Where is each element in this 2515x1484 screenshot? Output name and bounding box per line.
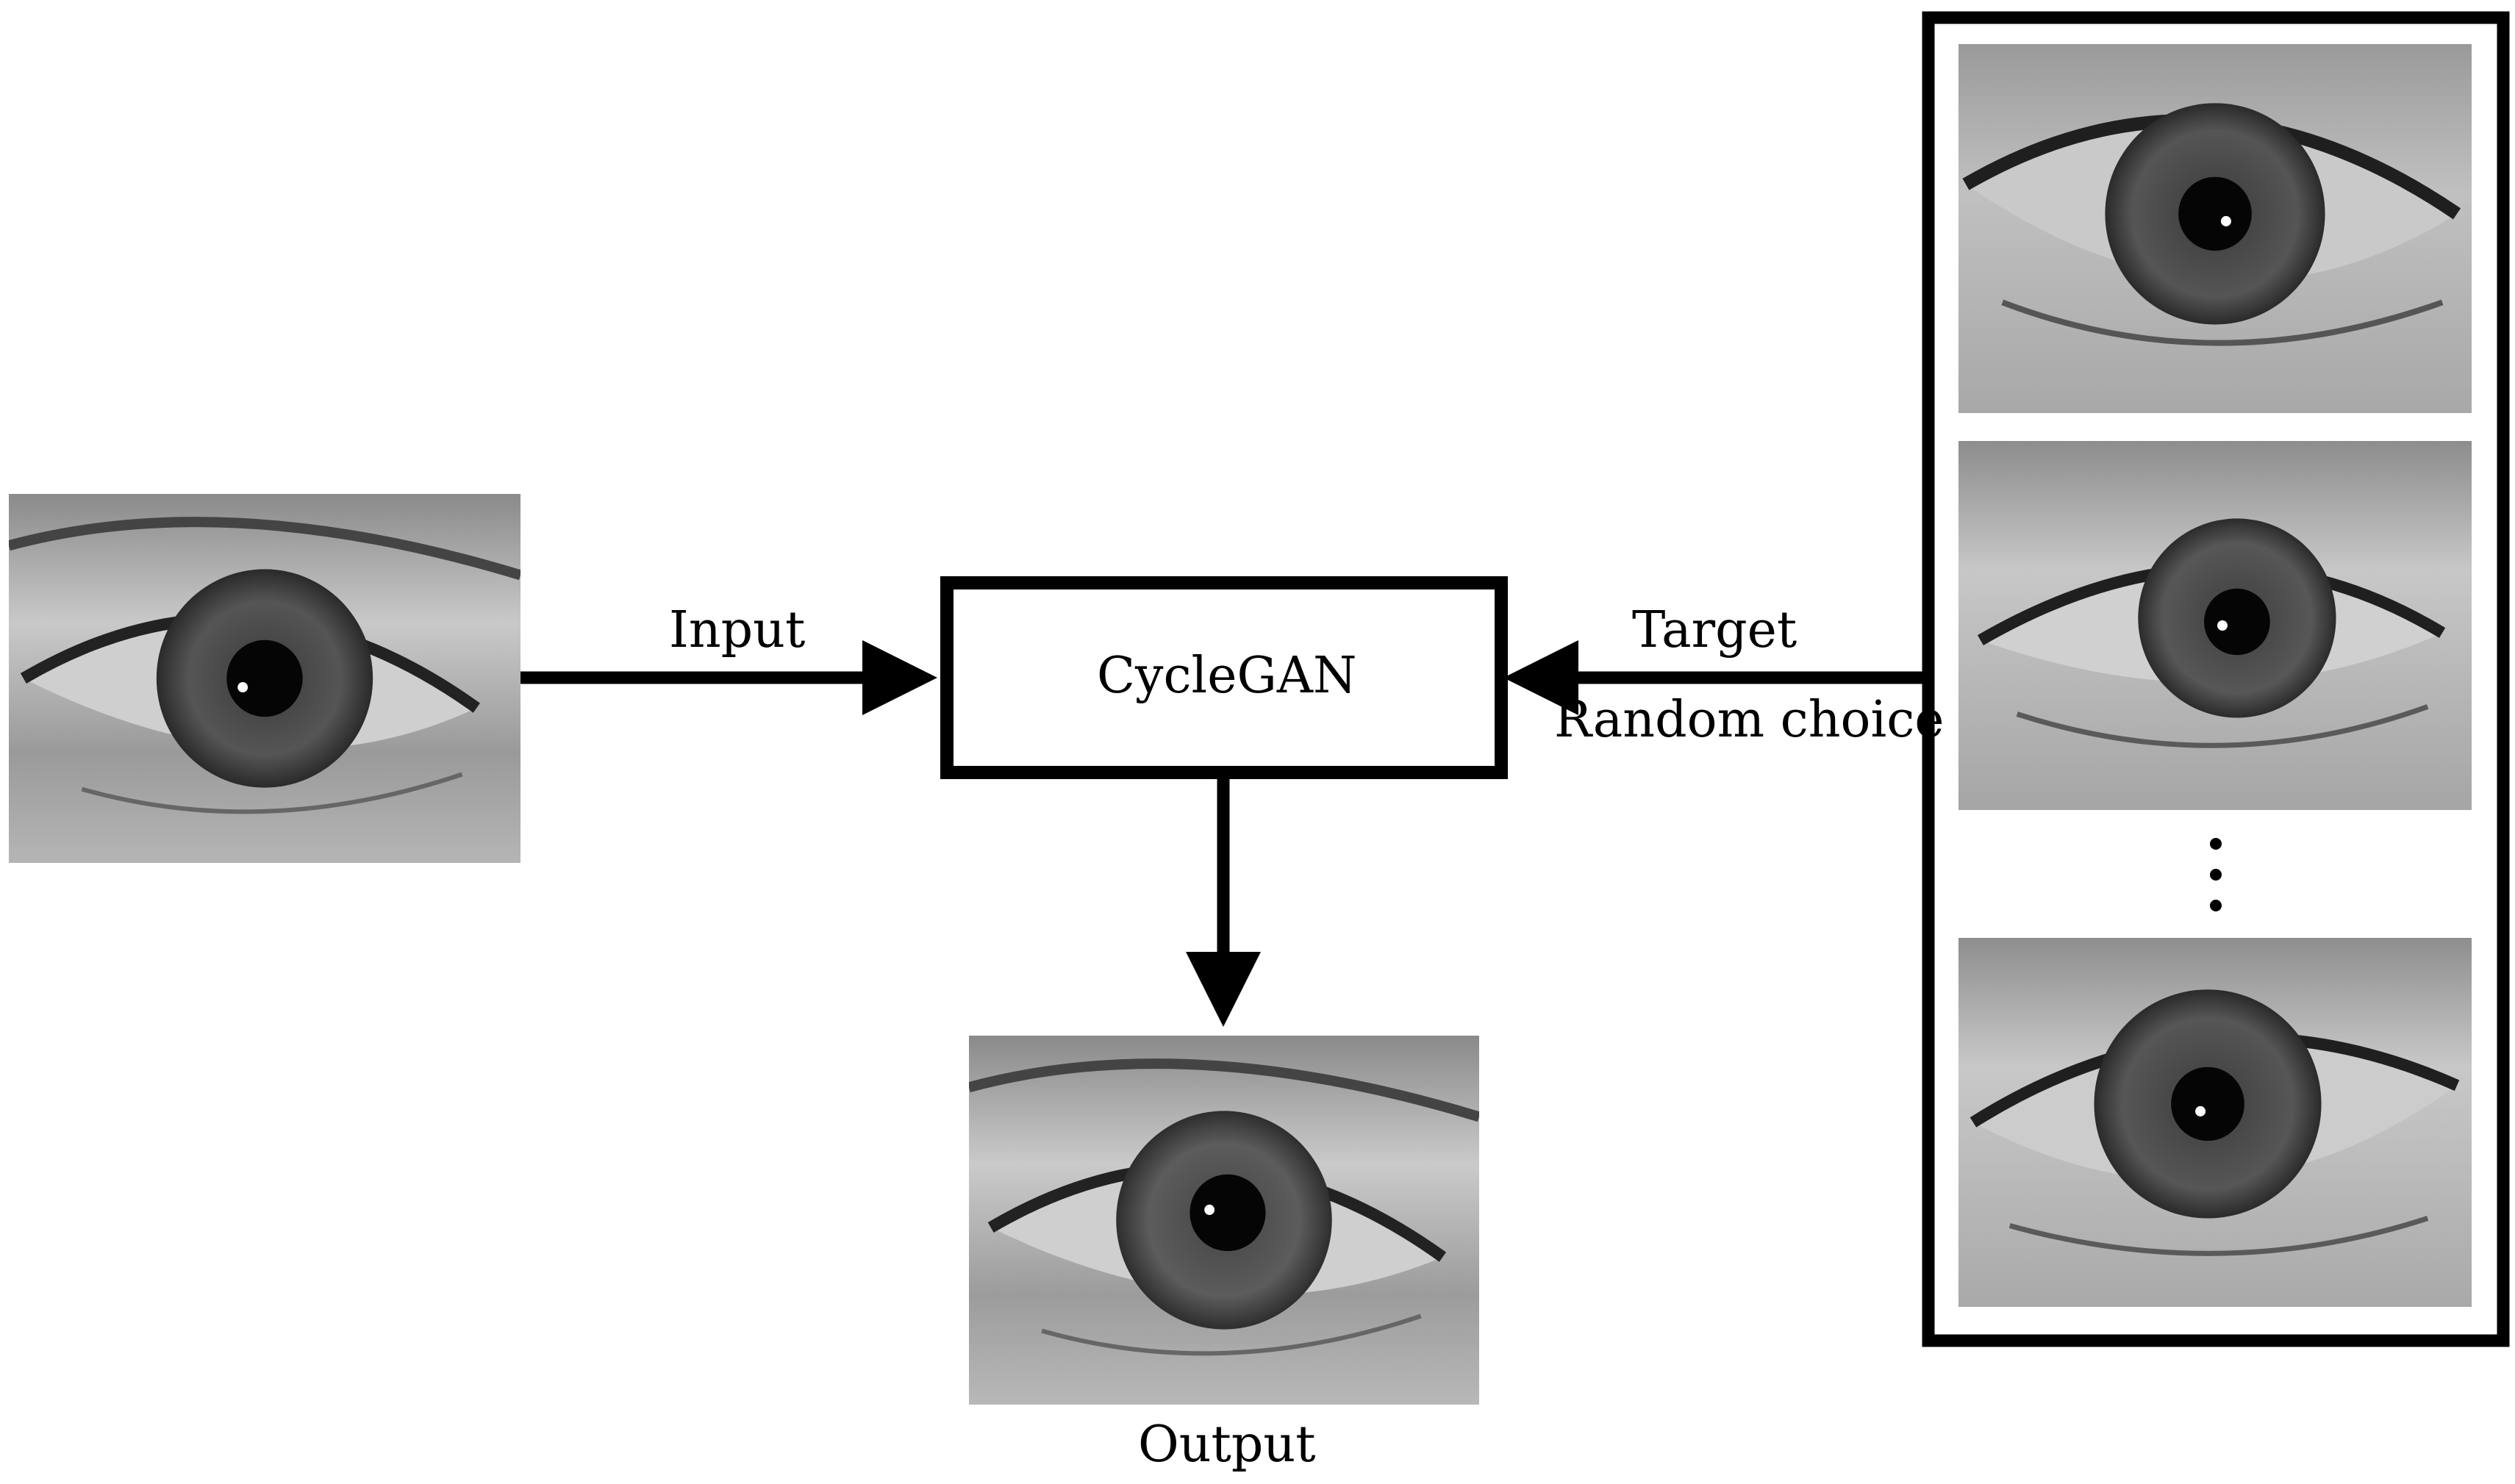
cyclegan-label: CycleGAN [1097, 647, 1357, 705]
input-eye-image [9, 494, 520, 863]
output-eye-image [969, 1036, 1479, 1405]
target-label: Target [1632, 601, 1797, 659]
random-choice-label: Random choice [1554, 691, 1945, 749]
cyclegan-box [940, 576, 1508, 779]
vertical-ellipsis [2210, 838, 2222, 911]
output-label: Output [1138, 1416, 1316, 1474]
target-eye-image-1 [1958, 44, 2472, 413]
target-image-frame [1922, 11, 2510, 1347]
input-label: Input [669, 601, 806, 659]
target-eye-image-3 [1958, 938, 2472, 1307]
target-eye-image-2 [1958, 441, 2472, 810]
